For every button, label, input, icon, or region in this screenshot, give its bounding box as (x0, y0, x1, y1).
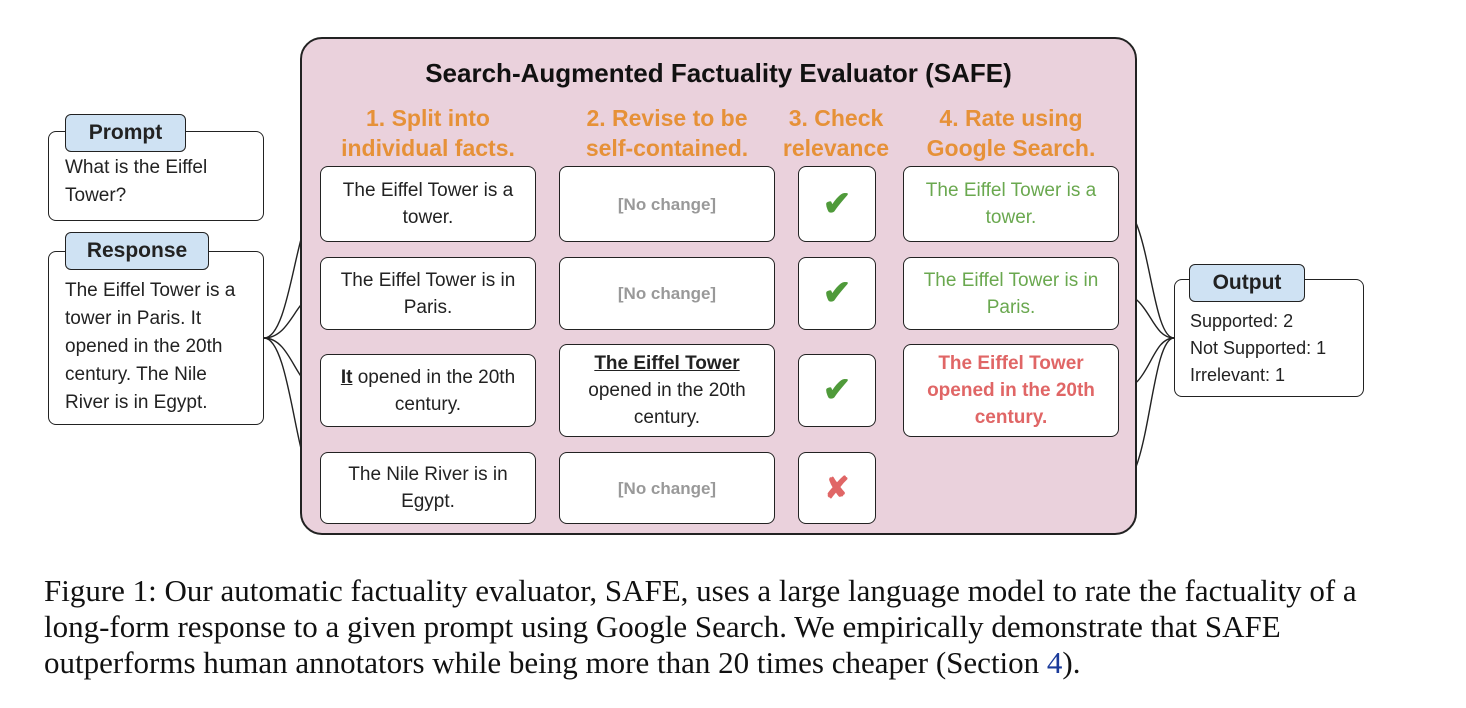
rating-box: The Eiffel Tower opened in the 20th cent… (903, 344, 1119, 437)
relevance-box: ✘ (798, 452, 876, 524)
revised-box: [No change] (559, 166, 775, 242)
fact-box: The Nile River is in Egypt. (320, 452, 536, 524)
step-2-label: 2. Revise to be self-contained. (585, 105, 749, 161)
step-1-label: 1. Split into individual facts. (341, 105, 515, 161)
fact-text: The Nile River is in Egypt. (348, 464, 508, 512)
rating-box: The Eiffel Tower is a tower. (903, 166, 1119, 242)
revised-text: [No change] (617, 284, 717, 303)
rating-text: The Eiffel Tower opened in the 20th cent… (927, 353, 1095, 428)
rating-text: The Eiffel Tower is in Paris. (923, 269, 1099, 318)
rating-text: The Eiffel Tower is a tower. (925, 180, 1097, 228)
response-box: The Eiffel Tower is a tower in Paris. It… (48, 251, 264, 425)
step-3-label: 3. Check relevance (782, 105, 890, 161)
relevance-box: ✔ (798, 257, 876, 330)
step-4-label: 4. Rate using Google Search. (926, 105, 1096, 161)
check-icon: ✔ (822, 371, 852, 409)
fact-text: The Eiffel Tower is a tower. (342, 180, 514, 228)
figure-caption: Figure 1: Our automatic factuality evalu… (44, 573, 1384, 681)
fact-box: It opened in the 20th century. (320, 354, 536, 427)
output-supported: Supported: 2 (1190, 311, 1294, 331)
prompt-text: What is the Eiffel Tower? (65, 157, 208, 206)
revised-text: opened in the 20th century. (588, 380, 746, 428)
revised-text: [No change] (617, 478, 717, 498)
cross-icon: ✘ (824, 471, 850, 505)
output-irrelevant: Irrelevant: 1 (1190, 365, 1286, 385)
fact-text: It opened in the 20th century. (329, 364, 527, 418)
output-tag: Output (1189, 264, 1305, 302)
rating-box: The Eiffel Tower is in Paris. (903, 257, 1119, 330)
fact-rest: opened in the 20th century. (352, 366, 516, 415)
revised-box: The Eiffel Tower opened in the 20th cent… (559, 344, 775, 437)
relevance-box: ✔ (798, 354, 876, 427)
output-not-supported: Not Supported: 1 (1190, 338, 1327, 358)
response-text: The Eiffel Tower is a tower in Paris. It… (65, 280, 236, 413)
relevance-box: ✔ (798, 166, 876, 242)
caption-text: Figure 1: Our automatic factuality evalu… (44, 573, 1357, 680)
revised-box: [No change] (559, 452, 775, 524)
revised-box: [No change] (559, 257, 775, 330)
caption-end: ). (1062, 645, 1081, 680)
fact-text: The Eiffel Tower is in Paris. (340, 269, 516, 318)
section-link[interactable]: 4 (1046, 645, 1063, 680)
check-icon: ✔ (822, 184, 852, 223)
revised-text: [No change] (617, 194, 717, 214)
revised-subject: The Eiffel Tower (594, 353, 740, 374)
fact-pronoun: It (340, 366, 353, 388)
fact-box: The Eiffel Tower is in Paris. (320, 257, 536, 330)
panel-title: Search-Augmented Factuality Evaluator (S… (425, 58, 1012, 88)
check-icon: ✔ (822, 274, 852, 312)
fact-box: The Eiffel Tower is a tower. (320, 166, 536, 242)
response-tag: Response (65, 232, 209, 270)
prompt-tag: Prompt (65, 114, 186, 152)
